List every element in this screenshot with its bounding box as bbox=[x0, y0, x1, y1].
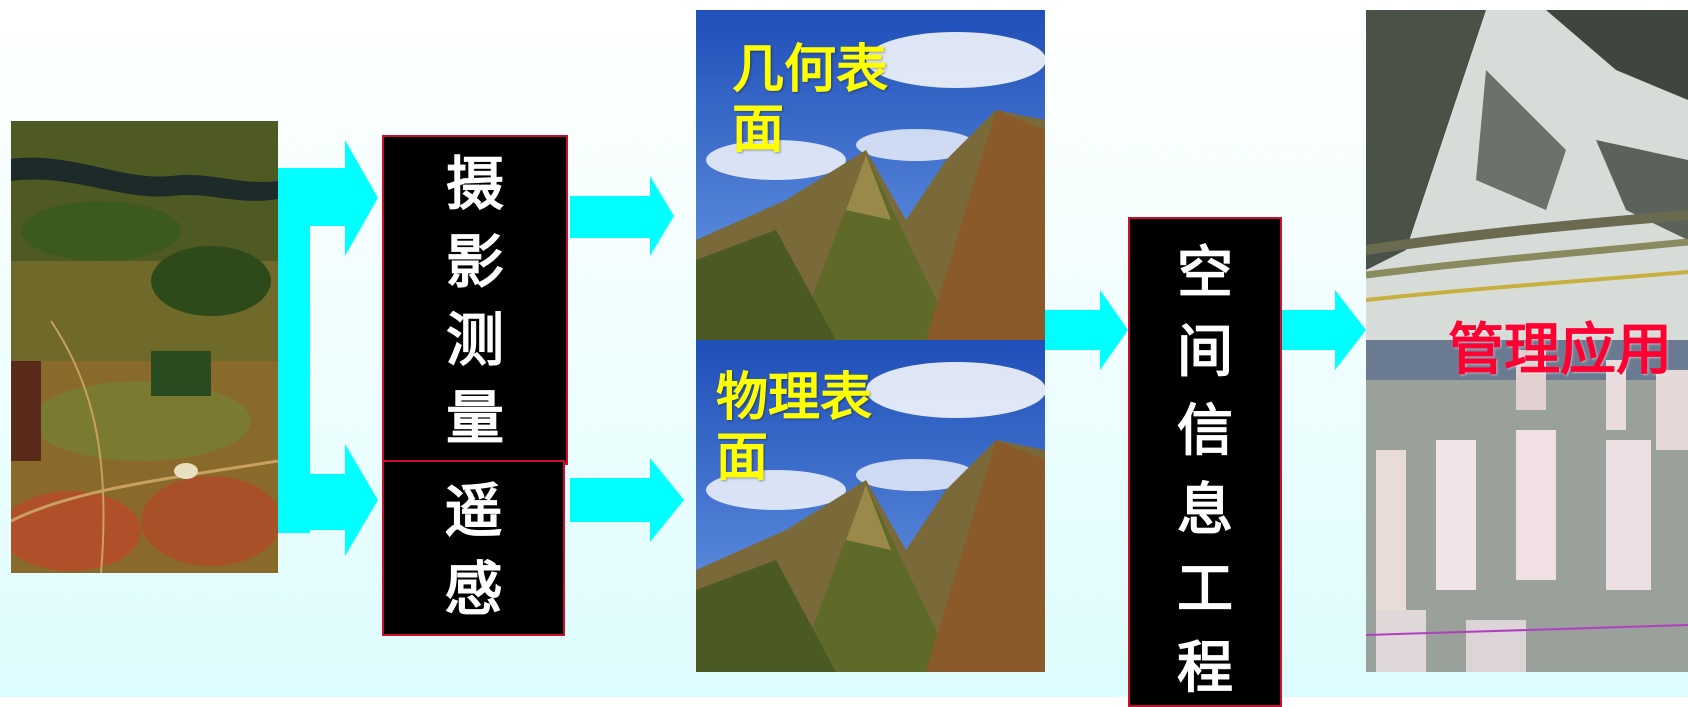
arrow-to-physical bbox=[570, 458, 684, 542]
geometric-surface-label: 几何表 面 bbox=[732, 40, 888, 160]
geometric-label-line1: 几何表 bbox=[732, 39, 889, 100]
photogrammetry-char: 摄 bbox=[445, 150, 504, 218]
city-image bbox=[1366, 10, 1688, 672]
mountain-image bbox=[696, 340, 1045, 672]
arrow-to-spatial bbox=[1045, 290, 1128, 370]
photogrammetry-char: 量 bbox=[445, 384, 504, 452]
geometric-label-line2: 面 bbox=[732, 98, 785, 160]
spatial-info-char: 空 bbox=[1177, 240, 1233, 306]
photogrammetry-char: 影 bbox=[445, 228, 504, 296]
application-label: 管理应用 bbox=[1448, 317, 1672, 383]
photogrammetry-char: 测 bbox=[445, 306, 504, 374]
spatial-info-char: 信 bbox=[1177, 398, 1233, 464]
physical-label-line2: 面 bbox=[716, 426, 769, 488]
remote-sensing-box: 遥 感 bbox=[382, 460, 565, 636]
remote-sensing-char: 遥 bbox=[444, 477, 503, 545]
spatial-info-char: 程 bbox=[1177, 635, 1233, 701]
satellite-image bbox=[11, 121, 278, 573]
spatial-info-box: 空 间 信 息 工 程 bbox=[1128, 217, 1282, 707]
physical-surface-label: 物理表 面 bbox=[716, 368, 872, 488]
mountain-image bbox=[696, 10, 1045, 340]
remote-sensing-char: 感 bbox=[444, 555, 503, 623]
spatial-info-char: 工 bbox=[1177, 556, 1233, 622]
arrow-to-geometric bbox=[570, 176, 674, 256]
arrow-to-application bbox=[1282, 290, 1366, 370]
photogrammetry-box: 摄 影 测 量 bbox=[382, 135, 568, 465]
physical-label-line1: 物理表 bbox=[716, 367, 873, 428]
spatial-info-char: 间 bbox=[1177, 319, 1233, 385]
spatial-info-char: 息 bbox=[1177, 477, 1233, 543]
split-arrow bbox=[278, 140, 378, 556]
